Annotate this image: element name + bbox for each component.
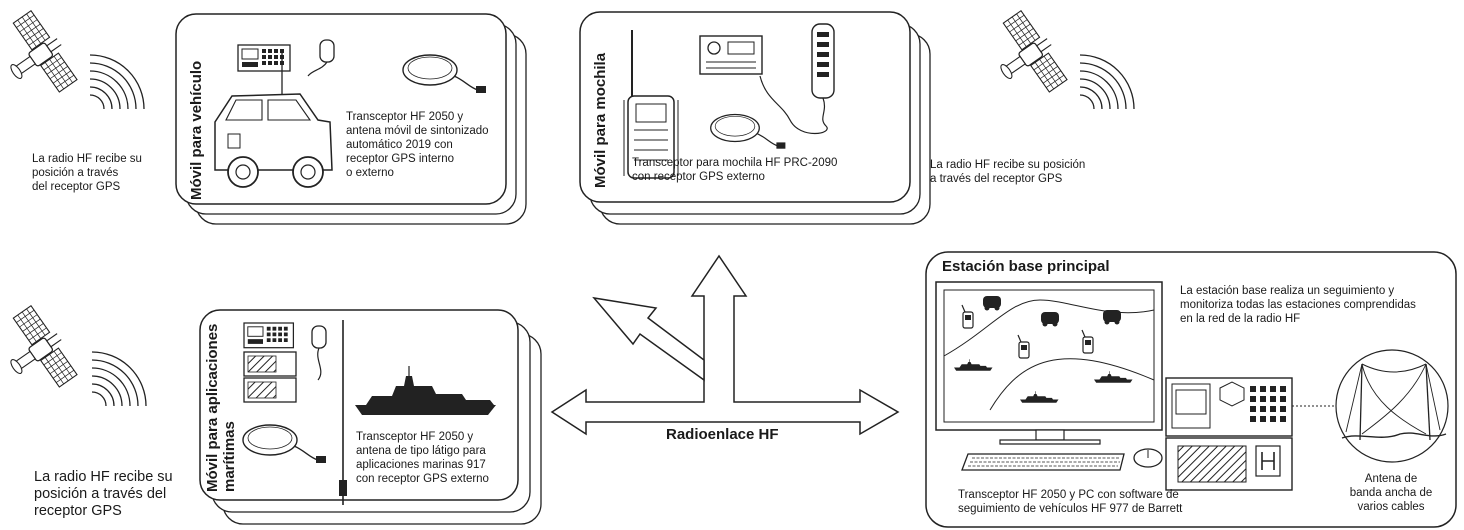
backpack-card-label: Móvil para mochila xyxy=(592,52,609,188)
gps-caption-top-right: La radio HF recibe su posición a través … xyxy=(930,159,1086,185)
base-equipment-text: Transceptor HF 2050 y PC con software de… xyxy=(958,489,1183,515)
gps-caption-bottom-left: La radio HF recibe su posición a través … xyxy=(34,469,173,519)
base-station-title: Estación base principal xyxy=(942,258,1110,275)
backpack-radio-icon xyxy=(623,30,679,179)
maritime-card-description: Transceptor HF 2050 y antena de tipo lát… xyxy=(356,431,489,485)
keyboard-icon xyxy=(961,448,1163,471)
pc-monitor-icon xyxy=(935,281,1163,445)
vehicle-card-description: Transceptor HF 2050 y antena móvil de si… xyxy=(346,111,489,179)
satellite-icon xyxy=(0,7,145,110)
radio-link-label: Radioenlace HF xyxy=(666,426,779,443)
handset-icon xyxy=(759,23,835,134)
ship-icon xyxy=(355,366,496,415)
satellite-icon xyxy=(0,302,147,407)
whip-antenna-icon xyxy=(339,320,347,505)
maritime-card-label: Móvil para aplicaciones marítimas xyxy=(204,323,238,492)
vehicle-card-label: Móvil para vehículo xyxy=(188,60,205,200)
radio-control-head-icon xyxy=(699,35,763,75)
antenna-caption: Antena de banda ancha de varios cables xyxy=(1349,473,1433,513)
base-transceiver-icon xyxy=(1165,377,1293,491)
gps-caption-top-left: La radio HF recibe su posición a través … xyxy=(32,153,142,193)
radio-link-arrows xyxy=(550,254,900,436)
satellite-icon xyxy=(979,7,1135,110)
base-monitor-text: La estación base realiza un seguimiento … xyxy=(1180,285,1416,325)
maritime-radio-icon xyxy=(243,322,327,403)
vehicle-radio-icon xyxy=(237,39,335,77)
broadband-antenna-icon xyxy=(1335,349,1449,463)
vehicle-icon xyxy=(214,52,333,188)
backpack-card-description: Transceptor para mochila HF PRC-2090 con… xyxy=(632,157,838,183)
